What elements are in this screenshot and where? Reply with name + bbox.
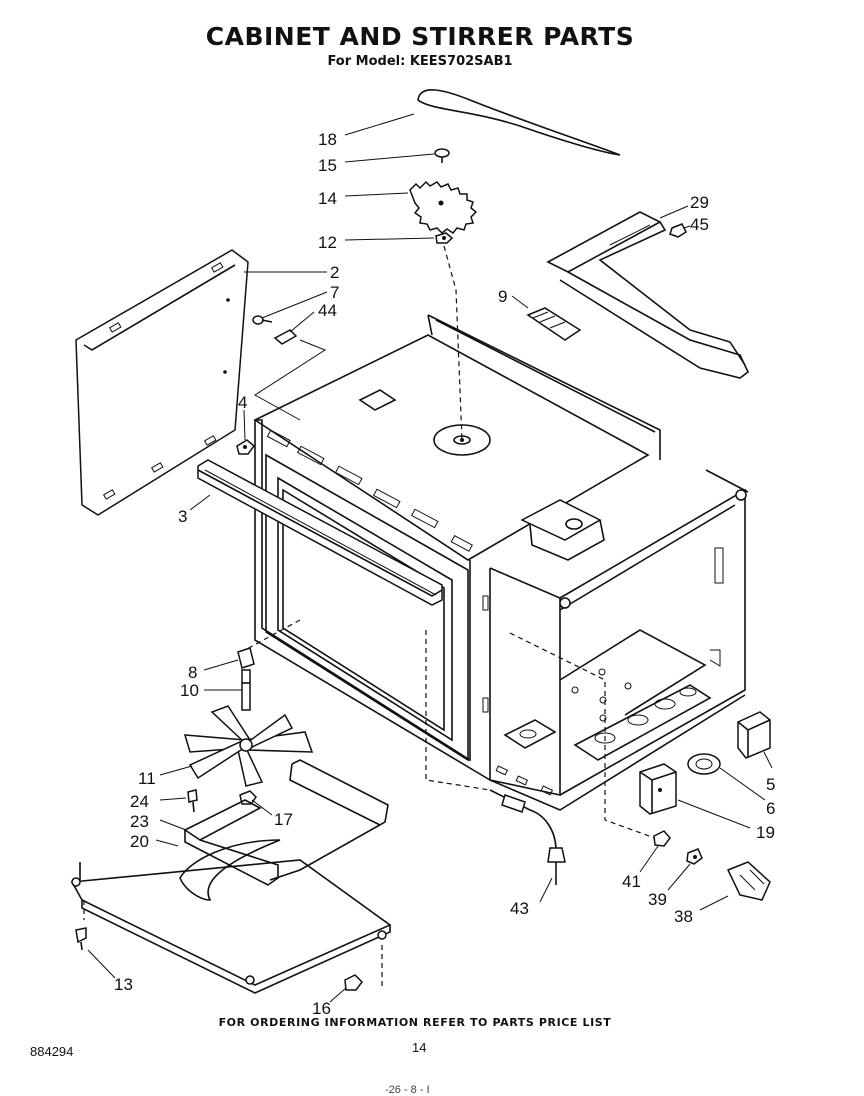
callout-3: 3 — [178, 507, 187, 526]
part-10-shaft — [241, 669, 251, 711]
callout-44: 44 — [318, 301, 337, 320]
part-12-washer — [435, 232, 454, 244]
callout-13: 13 — [114, 975, 133, 994]
callout-19: 19 — [756, 823, 775, 842]
model-subtitle: For Model: KEES702SAB1 — [327, 54, 513, 69]
callout-8: 8 — [188, 663, 197, 682]
callout-5: 5 — [766, 775, 775, 794]
callout-4: 4 — [238, 393, 247, 412]
callout-labels: 18 15 14 12 29 45 2 7 44 9 4 3 8 10 5 6 … — [114, 130, 775, 1018]
part-38-switch — [726, 861, 771, 901]
callout-10: 10 — [180, 681, 199, 700]
part-15-clip — [434, 148, 450, 163]
callout-14: 14 — [318, 189, 337, 208]
part-24-screw — [187, 789, 198, 813]
part-3-trim-strip — [197, 459, 443, 606]
callout-17: 17 — [274, 810, 293, 829]
part-2-side-panel — [75, 249, 249, 516]
callout-43: 43 — [510, 899, 529, 918]
callout-38: 38 — [674, 907, 693, 926]
part-8-nut — [237, 647, 255, 669]
part-43-sensor — [489, 789, 566, 885]
callout-23: 23 — [130, 812, 149, 831]
callout-29: 29 — [690, 193, 709, 212]
base-plate — [70, 859, 392, 994]
callout-9: 9 — [498, 287, 507, 306]
part-23-20-fan-duct — [179, 759, 389, 901]
document-number: 884294 — [30, 1044, 74, 1059]
part-5-switch — [737, 711, 771, 759]
callout-6: 6 — [766, 799, 775, 818]
part-29-bracket — [546, 211, 750, 379]
page-stamp: -26 - 8 - I — [385, 1084, 430, 1096]
ordering-note: FOR ORDERING INFORMATION REFER TO PARTS … — [218, 1016, 612, 1029]
page-title: CABINET AND STIRRER PARTS — [205, 22, 635, 51]
callout-12: 12 — [318, 233, 337, 252]
callout-15: 15 — [318, 156, 337, 175]
callout-18: 18 — [318, 130, 337, 149]
part-9-block — [526, 307, 582, 341]
part-11-fan-blade — [183, 705, 314, 787]
page-number: 14 — [412, 1040, 427, 1055]
callout-41: 41 — [622, 872, 641, 891]
part-4-nut — [236, 439, 256, 455]
callout-24: 24 — [130, 792, 149, 811]
part-6-thermostat — [687, 753, 721, 775]
callout-2: 2 — [330, 263, 339, 282]
callout-16: 16 — [312, 999, 331, 1018]
callout-11: 11 — [138, 769, 156, 788]
part-18-belt — [417, 89, 621, 156]
part-45-nut — [669, 223, 687, 238]
part-44-latch — [273, 329, 298, 345]
callout-45: 45 — [690, 215, 709, 234]
part-7-screw — [252, 315, 273, 325]
leader-lines — [87, 113, 773, 1003]
callout-39: 39 — [648, 890, 667, 909]
part-41-nut — [653, 830, 671, 847]
part-19-relay — [639, 763, 677, 815]
part-13-screw — [75, 927, 87, 951]
main-cabinet — [253, 314, 749, 811]
callout-7: 7 — [330, 283, 339, 302]
part-16-nut — [344, 974, 363, 991]
part-14-stirrer-blade — [409, 180, 478, 235]
callout-20: 20 — [130, 832, 149, 851]
part-39-washer — [686, 848, 703, 865]
